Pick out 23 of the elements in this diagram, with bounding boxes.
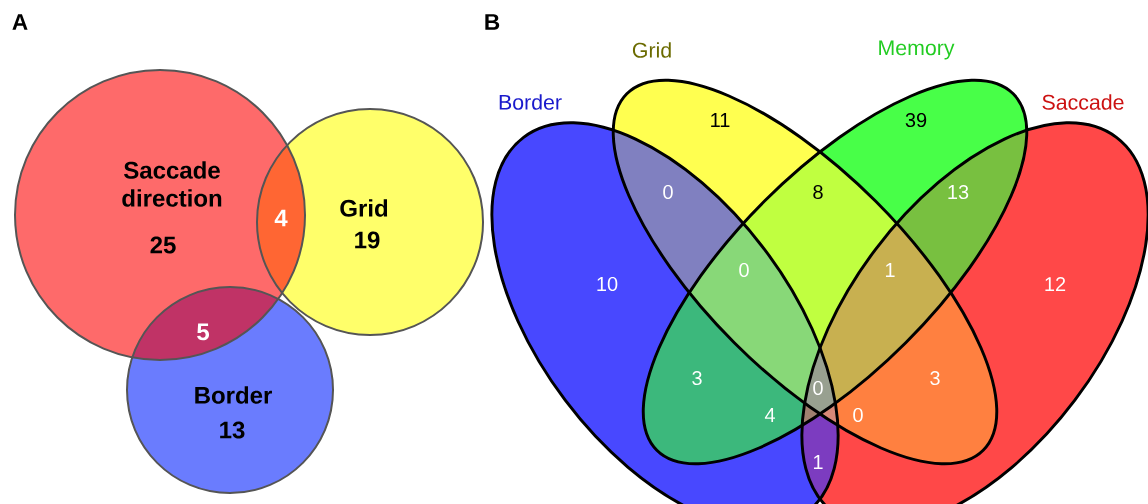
node-label: Grid [632,42,671,58]
region-count: 1 [814,455,823,469]
region-count: 13 [948,184,969,200]
region-count: 4 [764,408,775,422]
node-label: Border [499,94,562,110]
region-count: 0 [813,380,823,396]
node-label: Saccade [1042,94,1124,110]
region-count: 0 [739,262,749,278]
region-count: 0 [853,407,863,423]
region-count: 12 [1045,277,1066,291]
region-count: 3 [692,370,702,386]
region-count: 8 [813,184,823,200]
region-count: 10 [597,276,618,292]
region-count: 11 [711,113,730,127]
region-count: 4 [274,209,288,227]
region-count: 0 [663,184,673,200]
region-count: 1 [886,263,895,277]
region-count: 5 [197,323,210,341]
region-count: 3 [930,370,940,386]
region-count: 39 [905,112,927,128]
node-label: Memory [879,40,955,60]
panel-letter: B [485,14,500,30]
panel-letter: A [12,14,28,30]
